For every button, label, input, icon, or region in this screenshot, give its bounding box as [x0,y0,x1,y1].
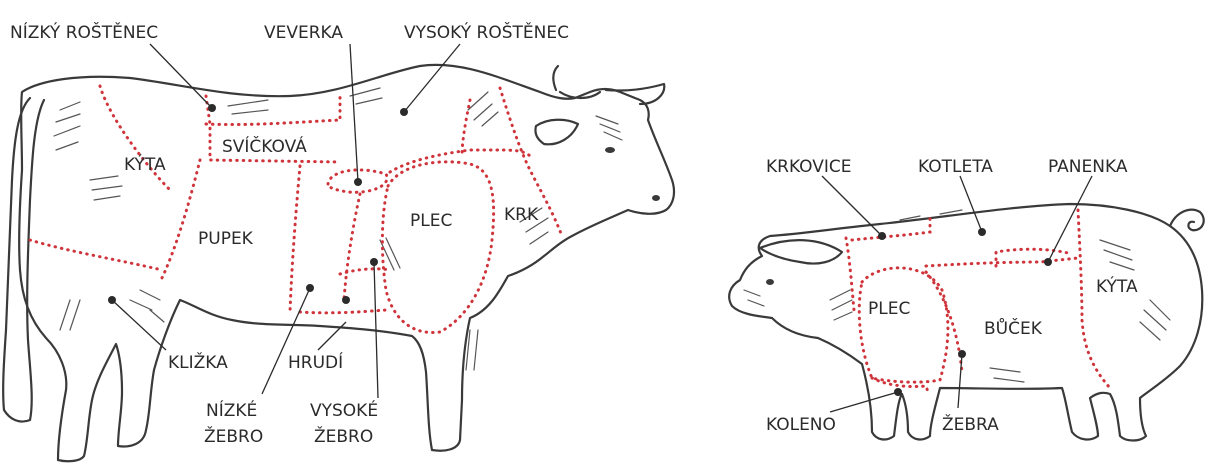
pig-label-koleno: KOLENO [766,415,836,435]
pig-label-krkovice: KRKOVICE [766,157,852,177]
pig-label-panenka: PANENKA [1048,157,1128,177]
cow-label-svickova: SVÍČKOVÁ [222,135,307,157]
pig-ear [760,240,842,263]
cow-cut-svickova [206,94,340,125]
cow-cut-neck-back [462,100,470,156]
cow-label-nizky-rostenec: NÍZKÝ ROŠTĚNEC [10,21,158,43]
cow-label-krk: KRK [504,205,539,225]
pig-label-zebra: ŽEBRA [942,413,999,435]
cow-label-vysoky-rostenec: VYSOKÝ ROŠTĚNEC [404,21,569,43]
pig-cut-panenka [996,249,1072,266]
cow-cut-pupek-zebro [290,166,300,312]
cow-ear [535,120,578,145]
cow-label-kyta: KÝTA [124,153,166,175]
cow-eye [605,147,615,153]
cow-label-pupek: PUPEK [198,229,254,249]
cow-cut-rib-low [340,269,390,274]
cow-label-nizke-zebro-line2: ŽEBRO [204,425,263,447]
cow-label-hrudi: HRUDÍ [288,351,343,373]
pig-cut-neck [846,238,854,310]
cow-label-klizka: KLIŽKA [168,351,228,373]
pig-label-plec: PLEC [868,299,910,319]
cow-cut-kyta-bottom [30,240,162,270]
cow-label-vysoke-zebro-line1: VYSOKÉ [310,399,378,421]
pig-cut-kyta [1078,210,1110,388]
cow-cut-rib-top [390,150,530,172]
pig-label-kyta: KÝTA [1096,275,1138,297]
pig-tail [1170,210,1204,231]
cow-tail [3,98,44,422]
pig-label-kotleta: KOTLETA [918,157,993,177]
pig-cut-plec [859,268,948,382]
cow-cut-zebro-divide [344,194,360,300]
pig-label-bucek: BŮČEK [984,317,1043,339]
cow-label-vysoke-zebro-line2: ŽEBRO [314,425,373,447]
cow-cut-brisket [300,310,386,313]
pig-eye [766,279,774,285]
pig-illustration: KRKOVICE KOTLETA PANENKA KÝTA PLEC BŮČEK… [729,157,1204,441]
cow-cut-plec [382,162,493,333]
cow-illustration: NÍZKÝ ROŠTĚNEC VEVERKA VYSOKÝ ROŠTĚNEC S… [3,21,674,461]
cow-nostril [652,195,660,201]
pig-cut-zebra [926,272,962,372]
pig-cut-kotleta-base [926,258,1078,266]
cow-cut-kyta-pupek [160,160,200,282]
cow-label-plec: PLEC [410,211,452,231]
cow-cut-lines [30,86,562,333]
cow-label-nizke-zebro-line1: NÍZKÉ [206,399,257,421]
cow-label-veverka: VEVERKA [264,23,343,43]
